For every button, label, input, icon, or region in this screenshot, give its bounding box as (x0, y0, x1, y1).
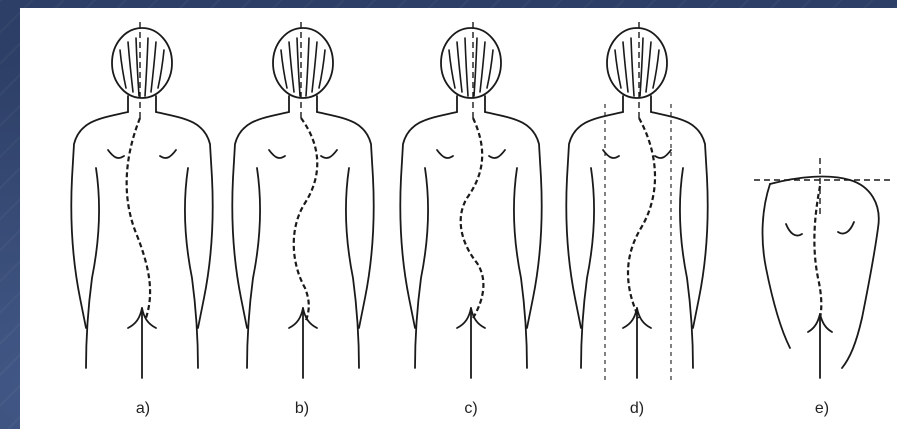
figure-label-c: c) (464, 400, 477, 418)
figure-label-a: a) (136, 400, 150, 418)
figure-panel: a) b) c) d) e) (20, 8, 897, 429)
figure-d-body (566, 22, 707, 383)
figure-e-body (754, 158, 890, 378)
figure-label-e: e) (815, 400, 829, 418)
figure-c-body (400, 22, 541, 378)
figure-a-body (71, 22, 212, 378)
figure-b-body (232, 22, 373, 378)
figure-label-d: d) (630, 400, 644, 418)
figure-label-b: b) (295, 400, 309, 418)
spine-posture-figure (20, 8, 897, 429)
